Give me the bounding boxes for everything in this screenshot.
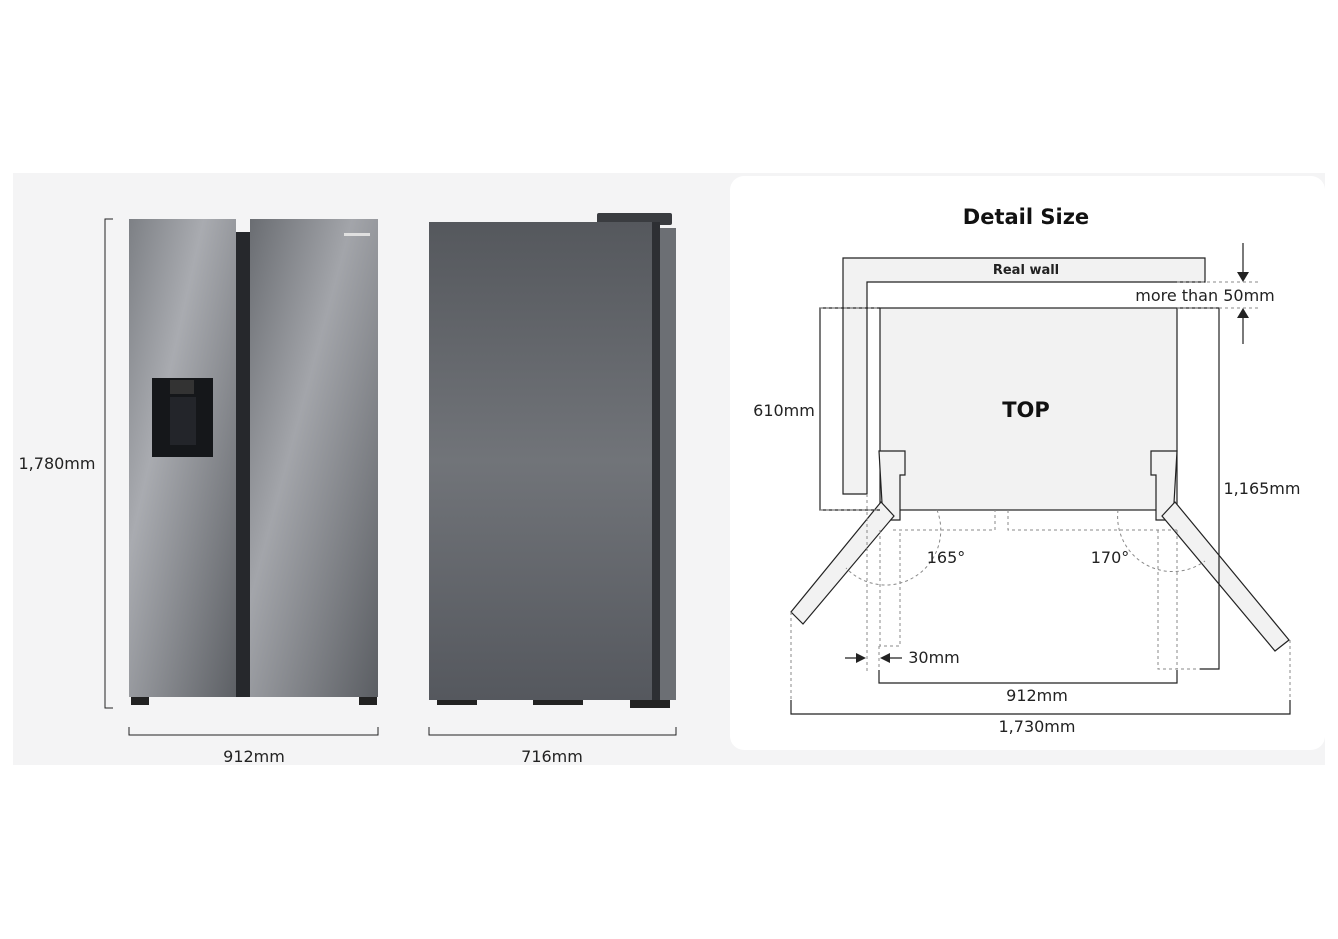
real-wall-label: Real wall bbox=[993, 263, 1059, 278]
height-label: 1,780mm bbox=[19, 454, 96, 473]
right-door-open bbox=[1161, 501, 1290, 652]
left-door-open bbox=[790, 501, 895, 625]
arrow-heads bbox=[856, 272, 1249, 663]
top-label: TOP bbox=[1002, 398, 1050, 422]
open-width-label: 1,730mm bbox=[999, 717, 1076, 736]
dashed-guides bbox=[790, 281, 1291, 700]
front-width-label: 912mm bbox=[223, 747, 285, 766]
side-depth-label: 716mm bbox=[521, 747, 583, 766]
gap-label: more than 50mm bbox=[1135, 286, 1275, 305]
detail-title: Detail Size bbox=[963, 205, 1089, 229]
depth-label: 610mm bbox=[753, 401, 815, 420]
real-wall bbox=[842, 257, 1206, 495]
dimension-lines-front bbox=[104, 218, 677, 736]
width-label: 912mm bbox=[1006, 686, 1068, 705]
open-depth-label: 1,165mm bbox=[1224, 479, 1301, 498]
left-angle-label: 165° bbox=[927, 548, 966, 567]
right-angle-label: 170° bbox=[1091, 548, 1130, 567]
top-view-diagram bbox=[790, 243, 1291, 715]
fridge-front-view bbox=[129, 219, 378, 705]
side-clearance-label: 30mm bbox=[908, 648, 960, 667]
fridge-side-view bbox=[429, 213, 676, 708]
brand-logo bbox=[344, 233, 370, 236]
fridge-top-outline bbox=[879, 307, 1178, 511]
